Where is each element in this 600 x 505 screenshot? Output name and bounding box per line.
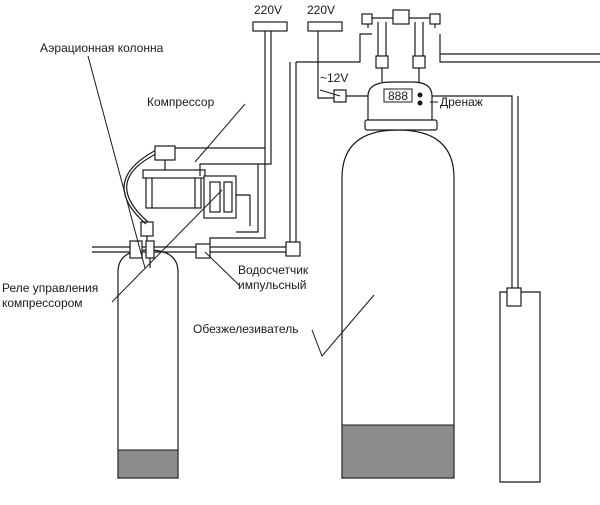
controller-display-text: 888: [388, 89, 408, 103]
aeration-column-tank: [117, 249, 179, 479]
power-220v-left-box: [252, 21, 288, 32]
pipe-network: [92, 62, 301, 268]
relay-label-line2: компрессором: [2, 296, 83, 310]
iron-remover-base: [341, 424, 455, 479]
water-meter-label-line2: импульсный: [238, 278, 306, 292]
drain-assembly: [432, 95, 541, 483]
controller-button: [417, 92, 423, 98]
iron-remover-label: Обезжелезиватель: [193, 322, 298, 336]
relay-label-line1: Реле управления: [2, 281, 98, 295]
aeration-column-base: [117, 449, 179, 479]
low-voltage-label: ~12V: [320, 71, 348, 85]
valve-manifold: [296, 9, 600, 82]
water-meter-label-line1: Водосчетчик: [238, 263, 309, 277]
compressor-unit: [123, 145, 266, 244]
pulse-water-meter: [195, 243, 211, 259]
drain-label: Дренаж: [440, 95, 483, 109]
drain-tube-end: [506, 287, 522, 307]
leader-lines: [87, 55, 438, 357]
drain-vessel: [499, 291, 541, 483]
voltage-right-label: 220V: [307, 3, 335, 17]
controller-button: [417, 100, 423, 106]
compressor-label: Компрессор: [147, 95, 215, 109]
compressor-body: [145, 175, 202, 209]
voltage-left-label: 220V: [254, 3, 282, 17]
power-wiring: [252, 21, 368, 165]
controller-display: [383, 88, 413, 103]
power-220v-right-box: [307, 21, 343, 32]
air-inlet-valve: [140, 221, 154, 237]
iron-remover-tank: 888: [341, 81, 455, 479]
control-valve-collar: [364, 119, 438, 131]
aeration-column-label: Аэрационная колонна: [40, 41, 164, 55]
